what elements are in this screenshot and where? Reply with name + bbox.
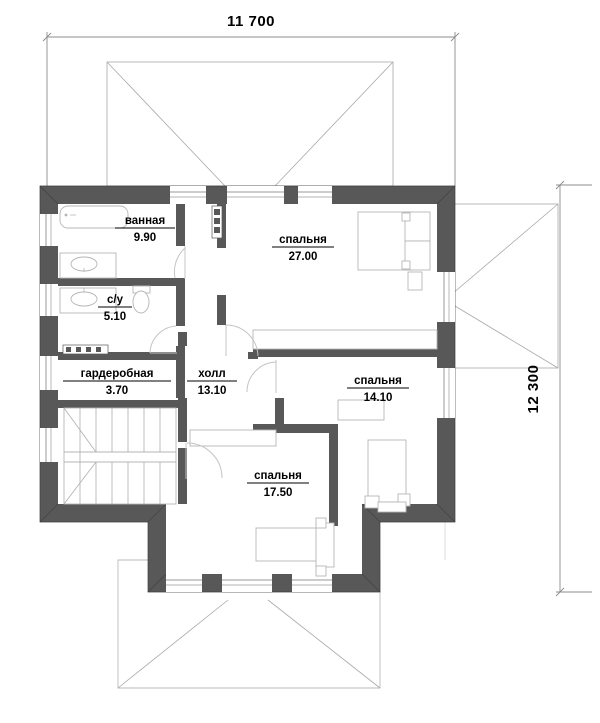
bathtub-fixture	[59, 205, 129, 229]
bed-east-fixture	[364, 439, 411, 513]
window-left-4	[40, 428, 58, 462]
partition-bath-top	[176, 204, 185, 246]
room-label-bathroom-name: ванная	[125, 215, 165, 227]
partition-wc-wardrobe	[58, 352, 185, 360]
window-left-3	[40, 356, 58, 390]
partition-hall-lower-left-b	[178, 448, 187, 504]
door-east-bedroom	[246, 360, 277, 393]
staircase	[63, 407, 177, 505]
door-group	[149, 246, 277, 479]
shelf-east-fixture	[337, 399, 385, 421]
stair-outline	[63, 407, 177, 505]
window-group	[40, 186, 455, 592]
partition-south-east-divide	[329, 424, 338, 526]
dimension-label-depth: 12 300	[525, 365, 542, 414]
room-label-bedroom-east-area: 14.10	[364, 392, 393, 404]
room-label-hall-name: холл	[198, 368, 225, 380]
room-label-bedroom-south: спальня 17.50	[247, 470, 309, 499]
cabinet-master-fixture	[211, 205, 223, 239]
window-bottom-2	[222, 574, 272, 592]
partition-master-bottom-stub	[248, 352, 258, 359]
partition-bath-mid	[176, 280, 185, 326]
door-master-bedroom	[225, 324, 259, 357]
room-label-wardrobe: гардеробная 3.70	[63, 368, 171, 397]
partition-master-left-mid	[217, 295, 226, 325]
bed-south-fixture	[255, 517, 335, 577]
dimension-label-width: 11 700	[227, 13, 275, 30]
door-south-bedroom	[185, 442, 223, 479]
door-wc	[149, 325, 177, 354]
wardrobe-master-fixture	[252, 329, 438, 350]
dimension-overall-depth	[555, 180, 592, 597]
bed-master-fixture	[357, 211, 431, 291]
window-top-1	[170, 186, 206, 204]
interior-partitions	[58, 204, 437, 526]
niche-south-fixture	[189, 429, 277, 447]
room-label-wc-name: с/у	[107, 294, 124, 306]
dimension-overall-width	[42, 32, 460, 186]
room-label-bedroom-east: спальня 14.10	[347, 375, 409, 404]
room-label-bathroom: ванная 9.90	[115, 215, 175, 244]
furniture-group	[59, 205, 438, 577]
room-label-bedroom-south-name: спальня	[254, 470, 302, 482]
room-label-bedroom-east-name: спальня	[354, 375, 402, 387]
room-label-wardrobe-area: 3.70	[106, 385, 128, 397]
window-top-2	[227, 186, 284, 204]
partition-master-bottom	[253, 348, 437, 357]
room-labels-group: ванная 9.90 с/у 5.10 гардеробная 3.70 хо…	[63, 215, 409, 499]
window-right-2	[437, 368, 455, 418]
room-label-wc-area: 5.10	[104, 311, 126, 323]
partition-wardrobe-right	[176, 346, 185, 398]
room-label-bathroom-area: 9.90	[134, 232, 156, 244]
room-label-bedroom-master-name: спальня	[279, 234, 327, 246]
partition-south-bedroom-left	[275, 398, 284, 428]
window-top-3	[298, 186, 332, 204]
washbasin-bath-fixture	[59, 252, 117, 279]
window-bottom-1	[166, 574, 202, 592]
room-label-bedroom-master-area: 27.00	[289, 251, 318, 263]
partition-south-bedroom-top	[253, 424, 338, 433]
room-label-bedroom-south-area: 17.50	[264, 487, 293, 499]
toilet-fixture	[132, 285, 151, 314]
wall-mitre-lines	[39, 185, 456, 593]
room-label-bedroom-master: спальня 27.00	[272, 234, 334, 263]
window-left-1	[40, 214, 58, 246]
partition-hall-stub	[178, 332, 187, 346]
washbasin-wc-fixture	[59, 287, 117, 314]
room-label-hall-area: 13.10	[198, 385, 227, 397]
room-label-hall: холл 13.10	[187, 368, 237, 397]
room-label-wardrobe-name: гардеробная	[81, 368, 154, 380]
room-label-wc: с/у 5.10	[98, 294, 132, 323]
door-bathroom	[173, 246, 186, 279]
window-right-1	[437, 272, 455, 322]
partition-bath-wc	[58, 278, 185, 286]
window-bottom-3	[292, 574, 332, 592]
closet-rail-fixture	[62, 344, 109, 355]
partition-wardrobe-stair	[58, 400, 185, 408]
window-left-2	[40, 284, 58, 316]
dimension-group	[42, 32, 592, 597]
partition-hall-lower-left	[178, 398, 187, 442]
